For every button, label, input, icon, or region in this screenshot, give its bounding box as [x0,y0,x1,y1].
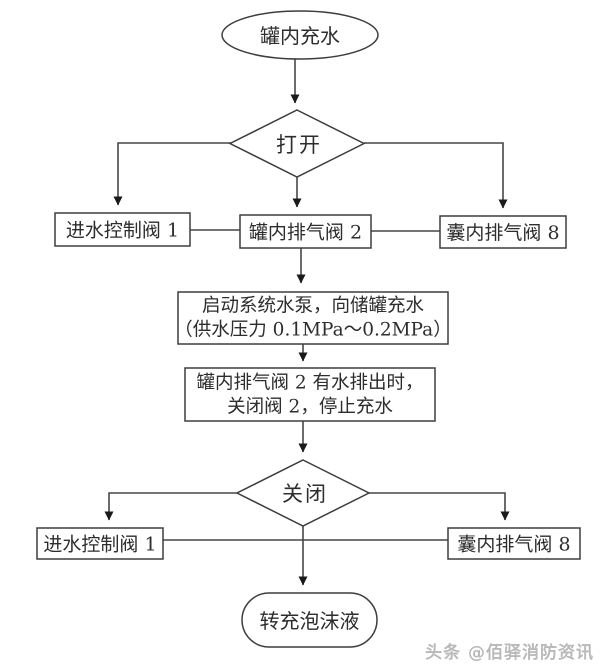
bladder-vent-bottom-shape [447,527,581,560]
start-node-shape [221,10,379,60]
inlet-valve-bottom-label: 进水控制阀 1 [43,534,156,556]
tank-vent-valve-shape [239,214,372,249]
end-node-label: 转充泡沫液 [260,609,360,633]
inlet-valve-bottom-shape [36,527,164,560]
close-decision-label: 关闭 [282,482,328,506]
drain-process-line2: 关闭阀 2，停止充水 [227,397,393,418]
bladder-vent-top-label: 囊内排气阀 8 [446,222,559,244]
start-node-label: 罐内充水 [260,24,340,48]
bladder-vent-top-shape [439,215,567,249]
edge-close-to-inlet-valve [104,492,237,521]
edge-open-to-bladder-vent [364,142,508,209]
open-decision-shape [228,109,366,178]
bladder-vent-bottom-label: 囊内排气阀 8 [457,534,570,556]
close-decision-shape [235,459,371,527]
open-decision-label: 打开 [276,133,322,157]
edge-close-to-bladder-vent [369,492,510,521]
watermark-text: 头条 @佰驿消防资讯 [425,642,594,663]
drain-process-shape [184,367,436,422]
pump-process-shape [177,291,449,345]
edge-open-to-inlet-valve [113,142,232,206]
tank-vent-valve-label: 罐内排气阀 2 [249,222,362,244]
pump-process-line1: 启动系统水泵，向储罐充水 [202,296,425,317]
drain-process-line1: 罐内排气阀 2 有水排出时， [196,373,423,394]
end-node-shape [241,592,378,648]
inlet-valve-top-shape [54,212,191,247]
pump-process-line2: （供水压力 0.1MPa～0.2MPa） [174,320,451,341]
inlet-valve-top-label: 进水控制阀 1 [66,220,179,242]
